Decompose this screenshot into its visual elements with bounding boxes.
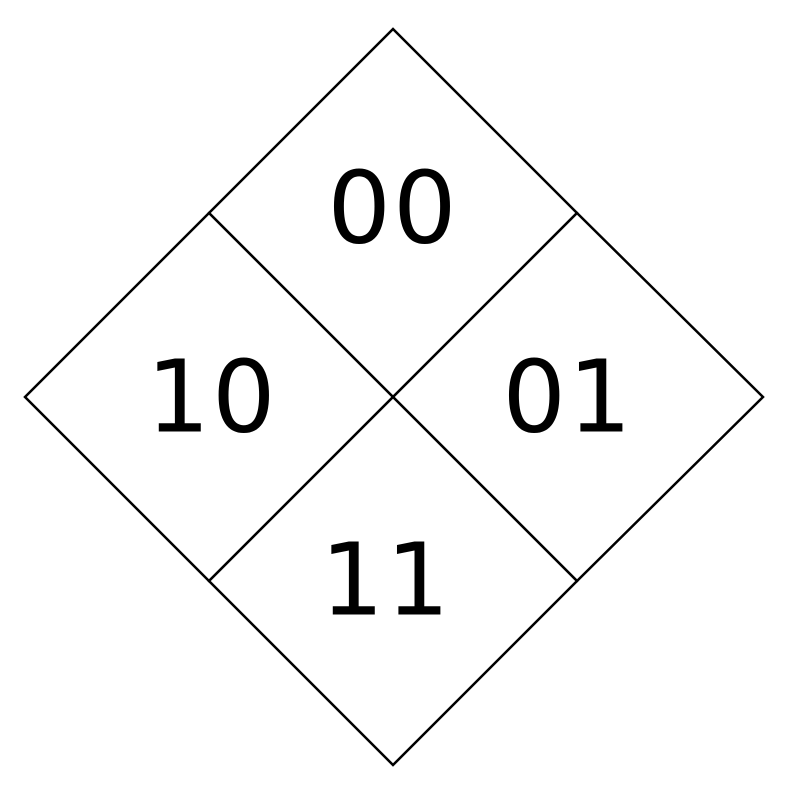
cell-bottom-shape bbox=[207, 395, 579, 767]
cell-bottom-label: 11 bbox=[320, 522, 451, 639]
cell-left-label: 10 bbox=[146, 339, 277, 456]
cell-bottom: 11 bbox=[207, 395, 579, 767]
cell-right-label: 01 bbox=[502, 339, 633, 456]
cell-top-label: 00 bbox=[327, 150, 458, 267]
